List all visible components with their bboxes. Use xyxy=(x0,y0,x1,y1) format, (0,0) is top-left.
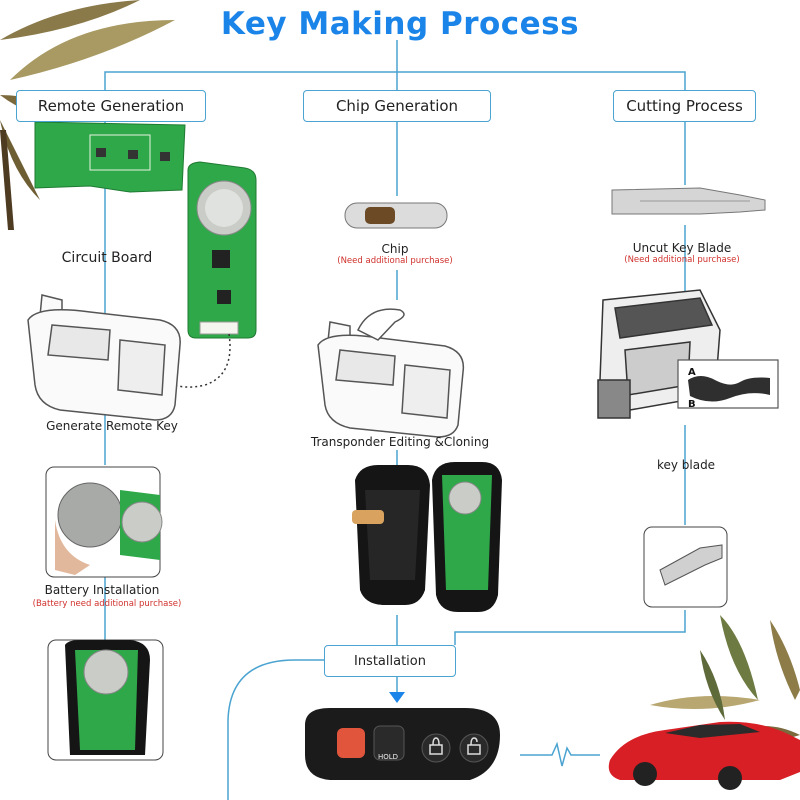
cut-key-photo xyxy=(643,526,728,608)
stage-chip-generation: Chip Generation xyxy=(303,90,491,122)
battery-note: (Battery need additional purchase) xyxy=(32,599,182,609)
battery-installation-label: Battery Installation xyxy=(44,583,160,597)
leaf-decoration-bottom-right xyxy=(650,615,800,739)
stage-installation: Installation xyxy=(324,645,456,677)
uncut-blade-note: (Need additional purchase) xyxy=(624,255,740,265)
chip-label: Chip xyxy=(381,242,409,256)
key-blade-label: key blade xyxy=(656,458,716,472)
stage-cutting-process: Cutting Process xyxy=(613,90,756,122)
remote-pcb-vertical xyxy=(187,161,257,339)
connector-top xyxy=(104,40,686,90)
unlock-button-icon xyxy=(459,733,489,763)
key-tool-device-left xyxy=(27,294,181,421)
hold-label: HOLD xyxy=(378,753,398,761)
lock-button xyxy=(373,725,405,761)
marker-a-label: A xyxy=(688,367,696,378)
marker-b-label: B xyxy=(688,399,696,410)
remote-shell-open xyxy=(352,465,430,605)
cable-dotted xyxy=(167,333,231,388)
red-car-image xyxy=(608,721,800,790)
lock-button-icon xyxy=(421,733,451,763)
hand-pointer-icon xyxy=(357,308,405,341)
remote-pcb-installed-photo xyxy=(47,639,164,761)
connector-right-column xyxy=(454,120,686,645)
finished-key-fob xyxy=(305,708,500,780)
battery-installation-photo xyxy=(45,466,163,578)
remote-shell-with-pcb xyxy=(432,462,502,612)
page-title: Key Making Process xyxy=(220,6,580,42)
panic-button-icon xyxy=(337,728,365,758)
uncut-blade-label: Uncut Key Blade xyxy=(632,241,732,255)
connector-install-arc xyxy=(227,659,325,800)
key-tool-device-middle xyxy=(317,308,465,438)
transponder-label: Transponder Editing &Cloning xyxy=(310,435,490,449)
uncut-key-blade xyxy=(611,187,766,215)
arrow-down-icon xyxy=(389,692,405,703)
stage-remote-generation: Remote Generation xyxy=(16,90,206,122)
pulse-line-icon xyxy=(520,741,600,767)
chip-note: (Need additional purchase) xyxy=(337,256,453,266)
key-profile-panel xyxy=(677,359,779,409)
generate-remote-key-label: Generate Remote Key xyxy=(46,419,178,433)
remote-pcb-board xyxy=(34,121,186,193)
chip xyxy=(344,202,448,229)
circuit-board-label: Circuit Board xyxy=(61,250,153,266)
